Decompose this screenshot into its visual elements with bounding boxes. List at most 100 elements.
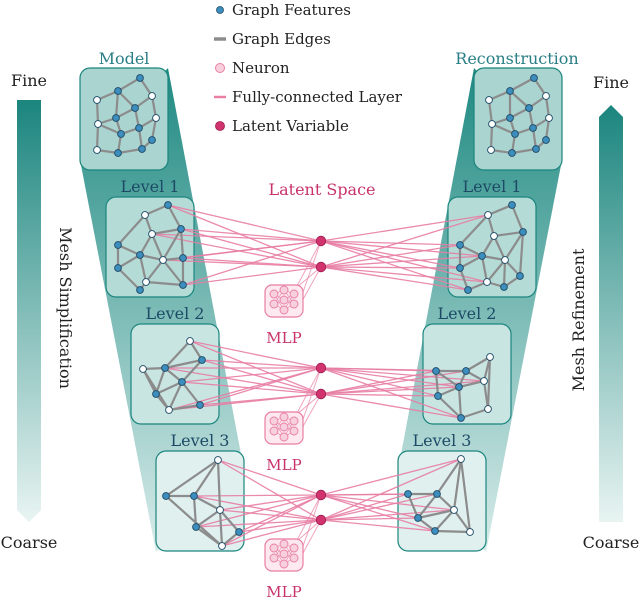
neuron <box>279 432 289 442</box>
graph-feature-node <box>165 406 173 414</box>
graph-feature-node <box>235 528 243 536</box>
graph-feature-node <box>431 527 439 535</box>
graph-feature-node <box>142 278 150 286</box>
right-axis-top: Fine <box>593 73 629 92</box>
graph-feature-node <box>159 256 167 264</box>
mlp-blocks <box>264 284 304 572</box>
graph-feature-node <box>179 254 187 262</box>
fc-line <box>320 509 455 521</box>
graph-feature-node <box>152 390 160 398</box>
graph-edge <box>141 367 171 412</box>
neuron <box>279 412 289 422</box>
graph-feature-node <box>484 405 492 413</box>
left-axis-arrow <box>17 100 41 522</box>
graph-edge <box>116 266 142 292</box>
graph-edge <box>480 234 496 258</box>
latent-variable <box>315 514 327 526</box>
graph-edge <box>95 98 100 126</box>
fc-line <box>221 519 322 547</box>
fc-line <box>201 359 322 369</box>
fc-line <box>219 494 322 511</box>
fc-line <box>320 367 485 382</box>
fc-line <box>189 340 322 369</box>
mesh-enc2 <box>139 337 206 414</box>
graph-feature-node <box>216 506 224 514</box>
enc-level3-box <box>155 450 245 552</box>
graph-feature-node <box>131 104 139 112</box>
graph-feature-node <box>542 92 550 100</box>
graph-feature-node <box>500 283 508 291</box>
fc-line <box>320 214 489 242</box>
graph-feature-node <box>508 149 516 157</box>
graph-edge <box>116 243 142 257</box>
graph-edge <box>452 457 463 512</box>
graph-feature-node <box>432 367 440 375</box>
fc-line <box>320 266 488 283</box>
latent-variable <box>315 235 327 247</box>
graph-feature-node <box>196 401 204 409</box>
fc-line <box>320 266 461 269</box>
fc-line <box>168 367 322 411</box>
graph-feature-node <box>148 136 156 144</box>
graph-feature-node <box>93 96 101 104</box>
graph-edge <box>192 458 220 498</box>
graph-edge <box>116 147 144 155</box>
fc-line <box>320 244 461 268</box>
fc-line <box>320 367 462 419</box>
graph-edge <box>218 508 241 534</box>
graph-edge <box>508 89 531 110</box>
graph-feature-node <box>178 378 186 386</box>
graph-feature-node <box>516 272 524 280</box>
latent-variable <box>315 362 327 374</box>
graph-feature-node <box>483 278 491 286</box>
graph-edge <box>518 230 525 278</box>
mlp-label-3: MLP <box>266 583 301 599</box>
graph-edge <box>480 254 507 262</box>
fc-line <box>217 459 322 521</box>
fc-line <box>320 494 436 532</box>
graph-edge <box>459 457 472 534</box>
legend-feature-icon <box>216 6 224 14</box>
mlp-block-3 <box>264 538 304 572</box>
graph-feature-node <box>141 211 149 219</box>
graph-edge <box>433 508 456 533</box>
graph-feature-node <box>464 286 472 294</box>
graph-feature-node <box>462 367 470 375</box>
graph-feature-node <box>114 87 122 95</box>
graph-feature-node <box>486 353 494 361</box>
legend-features-text: Graph Features <box>232 1 351 19</box>
dec-level1-label: Level 1 <box>463 177 522 196</box>
graph-feature-node <box>114 241 122 249</box>
graph-edge <box>492 230 525 238</box>
graph-feature-node <box>487 146 495 154</box>
graph-feature-node <box>190 492 198 500</box>
right-axis-label: Mesh Refinement <box>569 248 588 391</box>
legend-fc-text: Fully-connected Layer <box>232 88 403 106</box>
graph-feature-node <box>414 514 422 522</box>
graph-feature-node <box>456 241 464 249</box>
graph-feature-node <box>164 201 172 209</box>
neuron <box>289 553 299 563</box>
neuron <box>279 549 289 559</box>
fc-line <box>320 214 489 268</box>
mesh-recon <box>485 74 553 157</box>
graph-edge <box>434 369 461 389</box>
legend-neuron-icon <box>215 63 225 73</box>
graph-edge <box>138 232 154 257</box>
graph-feature-node <box>457 414 465 422</box>
graph-edge <box>144 258 165 284</box>
fc-line <box>320 458 462 521</box>
graph-edge <box>216 458 222 512</box>
neuron <box>279 422 289 432</box>
decoder-band <box>398 68 562 552</box>
mesh-model <box>93 74 160 157</box>
fc-line <box>151 233 322 242</box>
graph-feature-node <box>532 145 540 153</box>
fc-line <box>181 367 322 383</box>
graph-edge <box>163 339 192 370</box>
mesh-enc3 <box>162 456 243 550</box>
neuron <box>279 539 289 549</box>
mesh-dec2 <box>432 353 494 422</box>
legend-latent-icon <box>215 121 225 131</box>
